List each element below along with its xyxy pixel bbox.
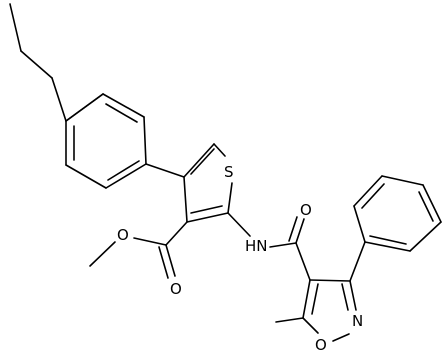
bond-ring2-inner-3: [369, 235, 407, 245]
phenyl-ring: [349, 175, 442, 282]
bond-ring2-e: [409, 221, 442, 252]
bond-carbonyl-o-1: [165, 244, 176, 277]
bond-iso-n-c3: [349, 280, 357, 311]
bond-amide-co-1: [295, 218, 305, 244]
bond-nh-carbonyl: [269, 242, 297, 248]
bond-ring1-inner-1: [105, 103, 138, 123]
bond-iso-c5-o: [302, 317, 319, 334]
bond-ring1-inner-2: [107, 160, 140, 181]
bond-phenyl-thiophene: [145, 163, 185, 178]
sulfur-atom-label: S: [224, 163, 234, 181]
thiophene-ring: S: [183, 143, 234, 223]
bond-th-s-c2: [227, 182, 233, 214]
ester-oxygen-label: O: [117, 226, 129, 244]
bond-iso-c4-c5-inner: [311, 283, 319, 315]
bond-butyl-3: [51, 77, 67, 122]
bond-iso-n-c3-inner: [341, 283, 349, 311]
bond-iso-phenyl: [349, 241, 366, 282]
bond-ring2-f: [364, 241, 411, 252]
bond-oester-methyl: [89, 241, 116, 267]
amide-oxygen-label: O: [300, 201, 312, 219]
isoxazole-oxygen-label: O: [315, 336, 327, 354]
bond-th-c5-c5-inner: [190, 148, 215, 175]
bond-th-c5-s: [213, 143, 226, 157]
bond-carbonyl-isoxazole: [295, 242, 311, 281]
bond-ring2-c: [381, 175, 424, 186]
bond-ring2-a: [353, 205, 366, 243]
bond-c3-carbonyl: [165, 221, 188, 246]
bond-c2-nh: [227, 212, 251, 237]
bond-ring1-d: [65, 164, 107, 189]
bond-amide-co-2: [288, 216, 298, 242]
bond-th-c3-c4: [183, 176, 188, 223]
methyl-ester-group: O O: [89, 221, 188, 298]
bond-iso-c3-c4: [309, 279, 351, 282]
bond-th-c2-c3: [186, 212, 229, 223]
bond-ring1-f: [65, 93, 104, 122]
bond-iso-o-n: [332, 333, 350, 342]
bond-carbonyl-o-2: [158, 246, 169, 279]
bond-carbonyl-oester: [133, 237, 167, 246]
bond-ring2-inner-1: [361, 183, 385, 209]
amide-group: HN O: [227, 201, 312, 281]
bond-ring2-inner-2: [418, 191, 434, 222]
bond-ring1-c: [105, 163, 147, 189]
ester-carbonyl-oxygen-label: O: [170, 280, 182, 298]
bond-butyl-1: [9, 3, 22, 52]
bond-th-c4-c5: [183, 143, 215, 178]
bond-ring1-a: [102, 93, 145, 118]
bond-iso-c5-methyl: [275, 317, 304, 323]
isoxazole-nitrogen-label: N: [352, 312, 363, 330]
bond-th-c2-c3-inner: [190, 205, 223, 214]
bond-butyl-2: [20, 50, 53, 79]
amide-nh-label: HN: [245, 237, 268, 255]
isoxazole-ring: O N: [275, 279, 363, 354]
bond-iso-c4-c5: [302, 279, 311, 319]
butylphenyl-ring: [65, 93, 147, 189]
bond-ring2-d: [422, 184, 442, 223]
bond-ring1-b: [143, 116, 147, 165]
bond-ring2-b: [353, 175, 383, 207]
